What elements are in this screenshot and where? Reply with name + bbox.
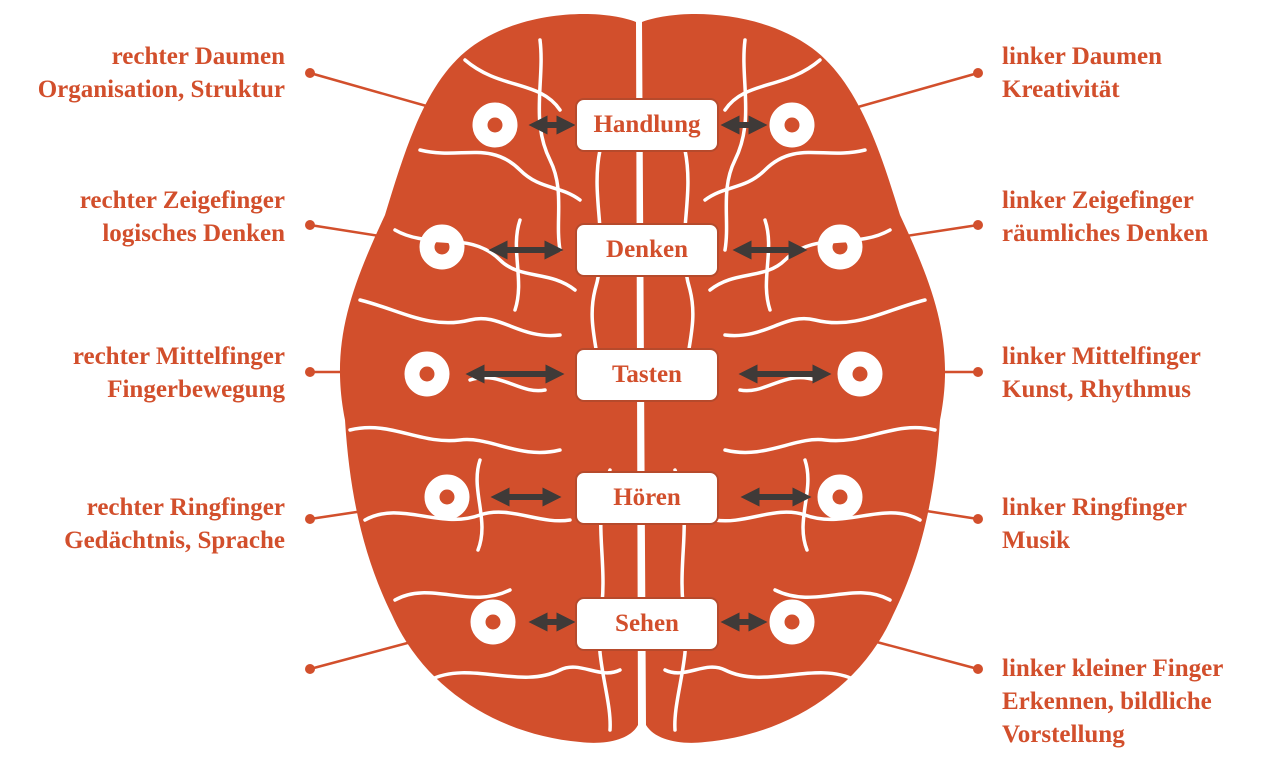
function-box-sehen: Sehen [575,597,719,651]
leader-dot-left-5 [305,664,315,674]
leader-dot-right-4 [973,514,983,524]
function-label: Handlung [593,111,700,139]
finger-name: linker Mittelfinger [1002,340,1201,373]
finger-name: linker Daumen [1002,40,1162,73]
finger-ability: Kunst, Rhythmus [1002,373,1201,406]
finger-ability: logisches Denken [80,217,285,250]
label-left-little-finger: linker kleiner Finger Erkennen, bildlich… [1002,652,1252,751]
label-right-middle-finger: rechter Mittelfinger Fingerbewegung [73,340,285,406]
finger-ability: Erkennen, bildliche Vorstellung [1002,685,1252,751]
leader-line-left-1 [310,73,430,107]
finger-ability: Kreativität [1002,73,1162,106]
function-box-handlung: Handlung [575,98,719,152]
function-label: Sehen [615,610,679,638]
function-label: Tasten [612,361,682,389]
finger-ability: Organisation, Struktur [38,73,285,106]
function-box-tasten: Tasten [575,348,719,402]
leader-line-right-4 [920,510,978,519]
finger-name: rechter Daumen [38,40,285,73]
label-left-ring-finger: linker Ringfinger Musik [1002,491,1187,557]
label-left-middle-finger: linker Mittelfinger Kunst, Rhythmus [1002,340,1201,406]
leader-dot-left-3 [305,367,315,377]
leader-dot-left-4 [305,514,315,524]
finger-name: linker kleiner Finger [1002,652,1252,685]
finger-name: rechter Ringfinger [64,491,285,524]
finger-ability: Gedächtnis, Sprache [64,524,285,557]
label-right-thumb: rechter Daumen Organisation, Struktur [38,40,285,106]
finger-name: rechter Zeigefinger [80,184,285,217]
leader-dot-left-1 [305,68,315,78]
function-label: Denken [606,236,688,264]
finger-name: linker Ringfinger [1002,491,1187,524]
label-right-ring-finger: rechter Ringfinger Gedächtnis, Sprache [64,491,285,557]
finger-ability: räumliches Denken [1002,217,1208,250]
leader-dot-right-3 [973,367,983,377]
label-left-index-finger: linker Zeigefinger räumliches Denken [1002,184,1208,250]
leader-dot-right-1 [973,68,983,78]
finger-ability: Fingerbewegung [73,373,285,406]
finger-name: rechter Mittelfinger [73,340,285,373]
leader-dot-left-2 [305,220,315,230]
label-left-thumb: linker Daumen Kreativität [1002,40,1162,106]
function-box-hoeren: Hören [575,471,719,525]
leader-dot-right-2 [973,220,983,230]
label-right-index-finger: rechter Zeigefinger logisches Denken [80,184,285,250]
finger-name: linker Zeigefinger [1002,184,1208,217]
leader-line-right-1 [858,73,978,107]
leader-dot-right-5 [973,664,983,674]
function-label: Hören [613,484,681,512]
finger-ability: Musik [1002,524,1187,557]
function-box-denken: Denken [575,223,719,277]
